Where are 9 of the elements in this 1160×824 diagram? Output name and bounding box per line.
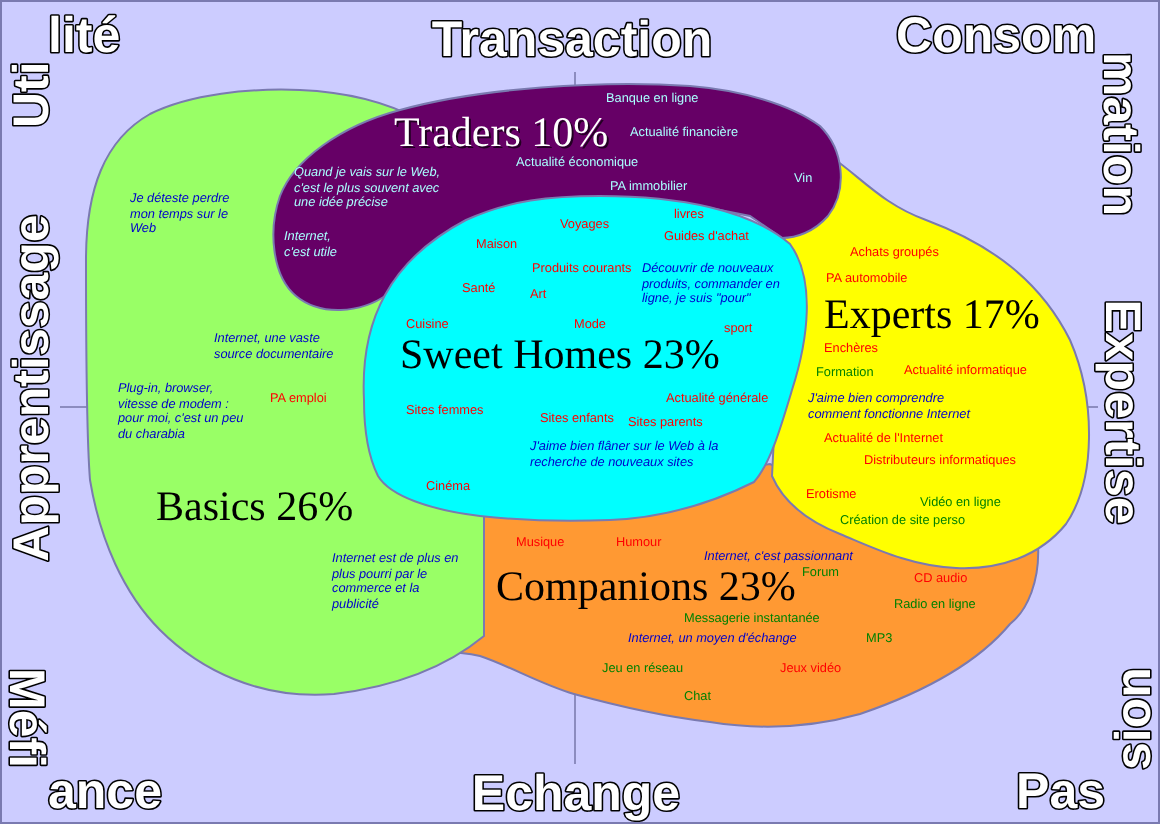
segment-title: Companions 23%: [496, 566, 796, 608]
segment-title: Basics 26%: [156, 486, 354, 528]
axis-label: Transaction: [431, 12, 713, 68]
axis-label: Apprentissage: [4, 214, 60, 562]
segment-title: Traders 10%: [394, 112, 609, 154]
segment-title: Sweet Homes 23%: [400, 334, 720, 376]
axis-label: Expertise: [1094, 299, 1150, 525]
axis-label: Echange: [471, 766, 681, 822]
segment-title: Experts 17%: [824, 294, 1040, 336]
